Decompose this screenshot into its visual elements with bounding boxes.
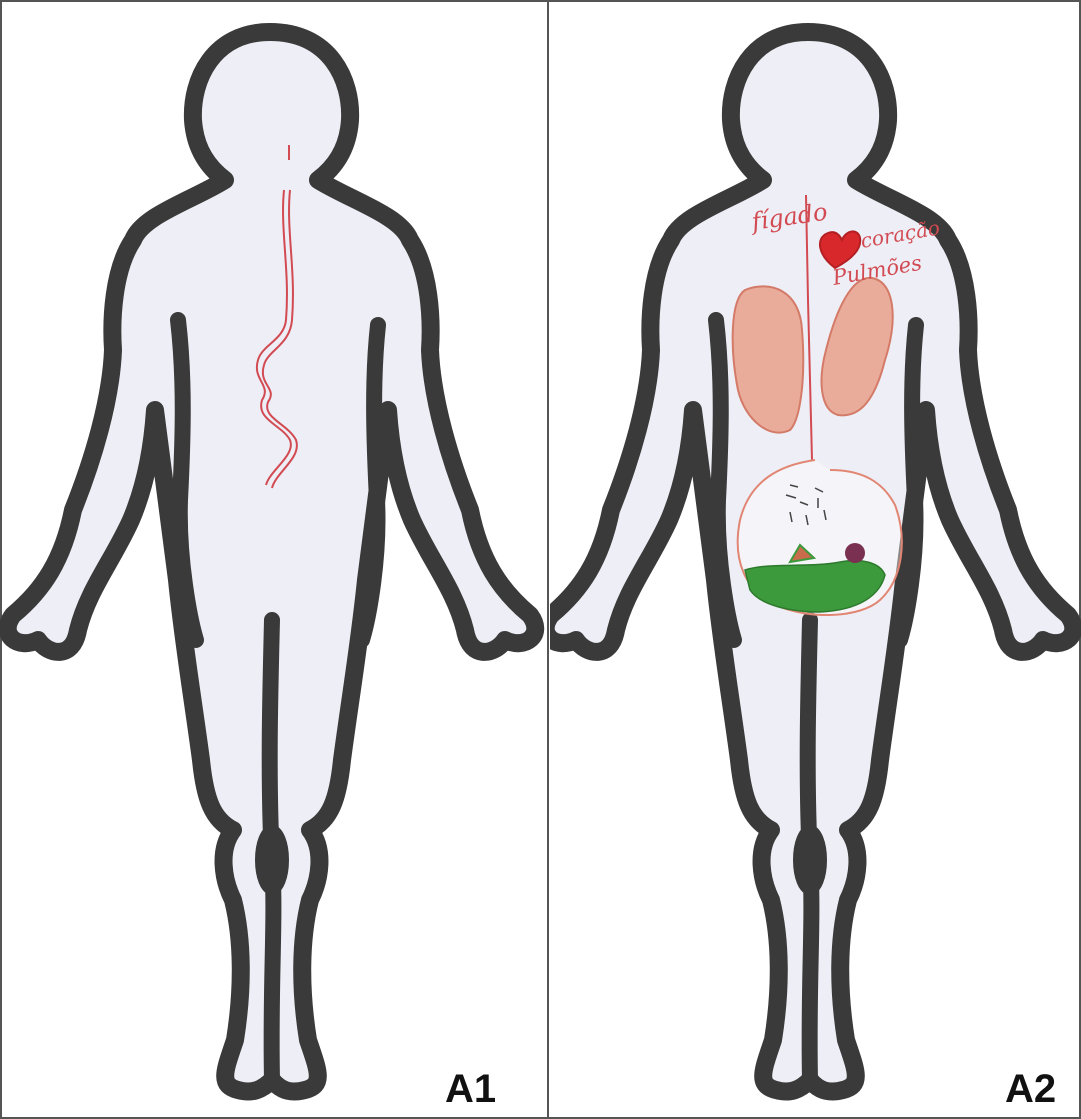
panel-a1: A1 bbox=[8, 32, 535, 1111]
panel-label-a2: A2 bbox=[1005, 1067, 1056, 1111]
body-outline-a1 bbox=[8, 32, 535, 1092]
abdomen-drawing bbox=[738, 460, 902, 615]
panel-a2: fígado coração Pulmões A2 bbox=[546, 32, 1073, 1111]
panel-label-a1: A1 bbox=[445, 1067, 496, 1111]
